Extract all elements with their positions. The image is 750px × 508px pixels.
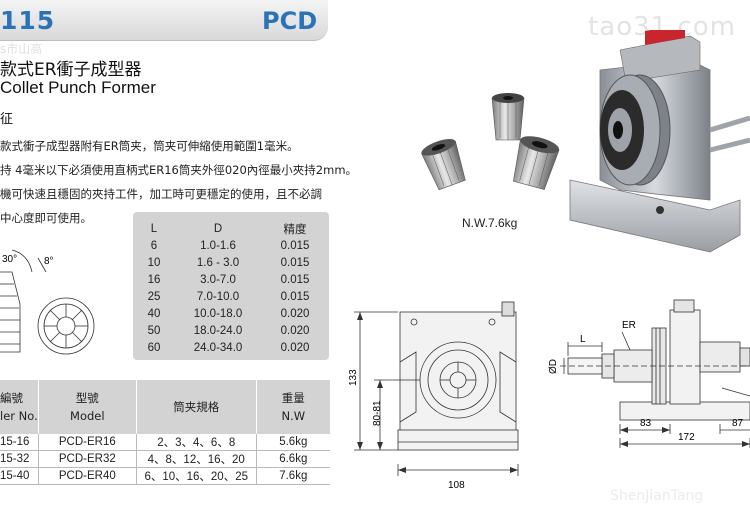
cell-weight: 7.6kg (256, 467, 330, 485)
cell-order-no: 15-32 (0, 450, 39, 468)
side-view-drawing: ER L ØD 83 172 87 (548, 299, 750, 448)
dim-height-133: 133 (348, 369, 359, 386)
cell-collet-spec: 2、3、4、6、8 (136, 434, 257, 451)
header-bar (0, 0, 328, 41)
spec-cell: 24.0-34.0 (193, 341, 243, 354)
header-model-en: Model (70, 409, 105, 423)
cell-weight: 6.6kg (256, 450, 330, 468)
table-row: 10 1.6 - 3.0 0.015 (133, 254, 329, 271)
header-order-no-en: ler No. (0, 409, 38, 423)
collet-drawing: 30° 8° (0, 249, 95, 355)
product-code: 115 (0, 6, 56, 35)
table-row: 16 3.0-7.0 0.015 (133, 271, 329, 288)
header-model: 型號 Model (38, 380, 137, 434)
spec-cell: 0.015 (280, 290, 310, 303)
header-order-no-cn: 編號 (0, 391, 23, 405)
spec-cell: 0.015 (280, 273, 310, 286)
dim-87: 87 (732, 418, 744, 429)
angle-label-1: 30° (2, 254, 17, 265)
spec-cell: 60 (147, 341, 161, 354)
table-row: 25 7.0-10.0 0.015 (133, 288, 329, 305)
cell-order-no: 15-16 (0, 434, 39, 451)
header-collet-spec: 筒夹規格 (136, 380, 257, 434)
header-weight: 重量 N.W (256, 380, 330, 434)
spec-header-d: D (213, 222, 223, 235)
collet-photos (421, 93, 560, 191)
header-collet-spec-cn: 筒夹規格 (173, 400, 220, 414)
spec-header-precision: 精度 (283, 223, 307, 236)
spec-cell: 3.0-7.0 (200, 273, 236, 286)
section-label: 征 (0, 112, 14, 127)
spec-cell: 18.0-24.0 (193, 324, 243, 337)
spec-cell: 10.0-18.0 (193, 307, 243, 320)
dim-172: 172 (678, 432, 695, 443)
collet-image-left (421, 138, 466, 191)
cell-collet-spec: 4、8、12、16、20 (136, 450, 257, 468)
header-order-no: 編號 ler No. (0, 380, 39, 434)
d-label: ØD (548, 359, 559, 374)
cell-weight: 5.6kg (256, 434, 330, 451)
table-row: 15-32 PCD-ER32 4、8、12、16、20 6.6kg (0, 450, 330, 468)
machine-photo (569, 30, 750, 253)
title-chinese: 款式ER衝子成型器 (0, 60, 142, 80)
table-row: 40 10.0-18.0 0.020 (133, 305, 329, 322)
spec-cell: 6 (150, 239, 158, 252)
l-label: L (580, 334, 586, 345)
spec-cell: 0.020 (280, 324, 310, 337)
dim-width-108: 108 (448, 480, 465, 491)
angle-label-2: 8° (44, 256, 54, 267)
dim-83: 83 (640, 418, 652, 429)
spec-cell: 0.015 (280, 239, 310, 252)
spec-cell: 0.020 (280, 341, 310, 354)
spec-cell: 40 (147, 307, 161, 320)
title-english: Collet Punch Former (0, 78, 156, 97)
spec-cell: 7.0-10.0 (196, 290, 240, 303)
table-row: 6 1.0-1.6 0.015 (133, 237, 329, 254)
description-line: 中心度即可使用。 (0, 211, 92, 225)
product-weight: N.W.7.6kg (462, 216, 518, 230)
spec-cell: 16 (147, 273, 161, 286)
cell-order-no: 15-40 (0, 467, 39, 485)
brand-label: PCD (262, 7, 318, 35)
spec-cell: 25 (147, 290, 161, 303)
table-row: 50 18.0-24.0 0.020 (133, 322, 329, 339)
table-row: 15-16 PCD-ER16 2、3、4、6、8 5.6kg (0, 434, 330, 451)
spec-header-l: L (150, 222, 158, 235)
collet-image-right (513, 136, 560, 190)
spec-cell: 1.0-1.6 (200, 239, 236, 252)
table-row: 15-40 PCD-ER40 6、10、16、20、25 7.6kg (0, 467, 330, 485)
watermark-footer: ShenJianTang (610, 488, 704, 504)
model-table: 編號 ler No. 型號 Model 筒夹規格 重量 N.W 15-16 PC… (0, 380, 330, 485)
front-view-drawing: 133 80-81 108 (348, 301, 519, 491)
model-header-row: 編號 ler No. 型號 Model 筒夹規格 重量 N.W (0, 380, 330, 434)
cell-model: PCD-ER16 (38, 434, 137, 451)
spec-cell: 0.015 (280, 256, 310, 269)
table-row: 60 24.0-34.0 0.020 (133, 339, 329, 356)
description-line: 機可快速且穩固的夾持工件，加工時可更穩定的使用，且不必調 (0, 187, 322, 201)
header-model-cn: 型號 (75, 391, 99, 405)
watermark-left: s市山高 (0, 42, 43, 56)
spec-table: L D 精度 6 1.0-1.6 0.015 10 1.6 - 3.0 0.01… (133, 212, 329, 360)
dim-center-height: 80-81 (372, 400, 383, 426)
header-weight-cn: 重量 (281, 391, 305, 405)
er-label: ER (622, 320, 636, 331)
header-weight-en: N.W (281, 409, 306, 423)
spec-cell: 1.6 - 3.0 (196, 256, 240, 269)
spec-header-row: L D 精度 (133, 220, 329, 237)
collet-image-top (491, 93, 525, 141)
cell-model: PCD-ER32 (38, 450, 137, 468)
spec-cell: 10 (147, 256, 161, 269)
cell-model: PCD-ER40 (38, 467, 137, 485)
spec-cell: 50 (147, 324, 161, 337)
spec-cell: 0.020 (280, 307, 310, 320)
description-line: 持 4毫米以下必須使用直柄式ER16筒夹外徑020內徑最小夾持2mm。 (0, 163, 358, 177)
cell-collet-spec: 6、10、16、20、25 (136, 467, 257, 485)
description-line: 款式衝子成型器附有ER筒夹，筒夹可伸縮使用範圍1毫米。 (0, 139, 299, 153)
